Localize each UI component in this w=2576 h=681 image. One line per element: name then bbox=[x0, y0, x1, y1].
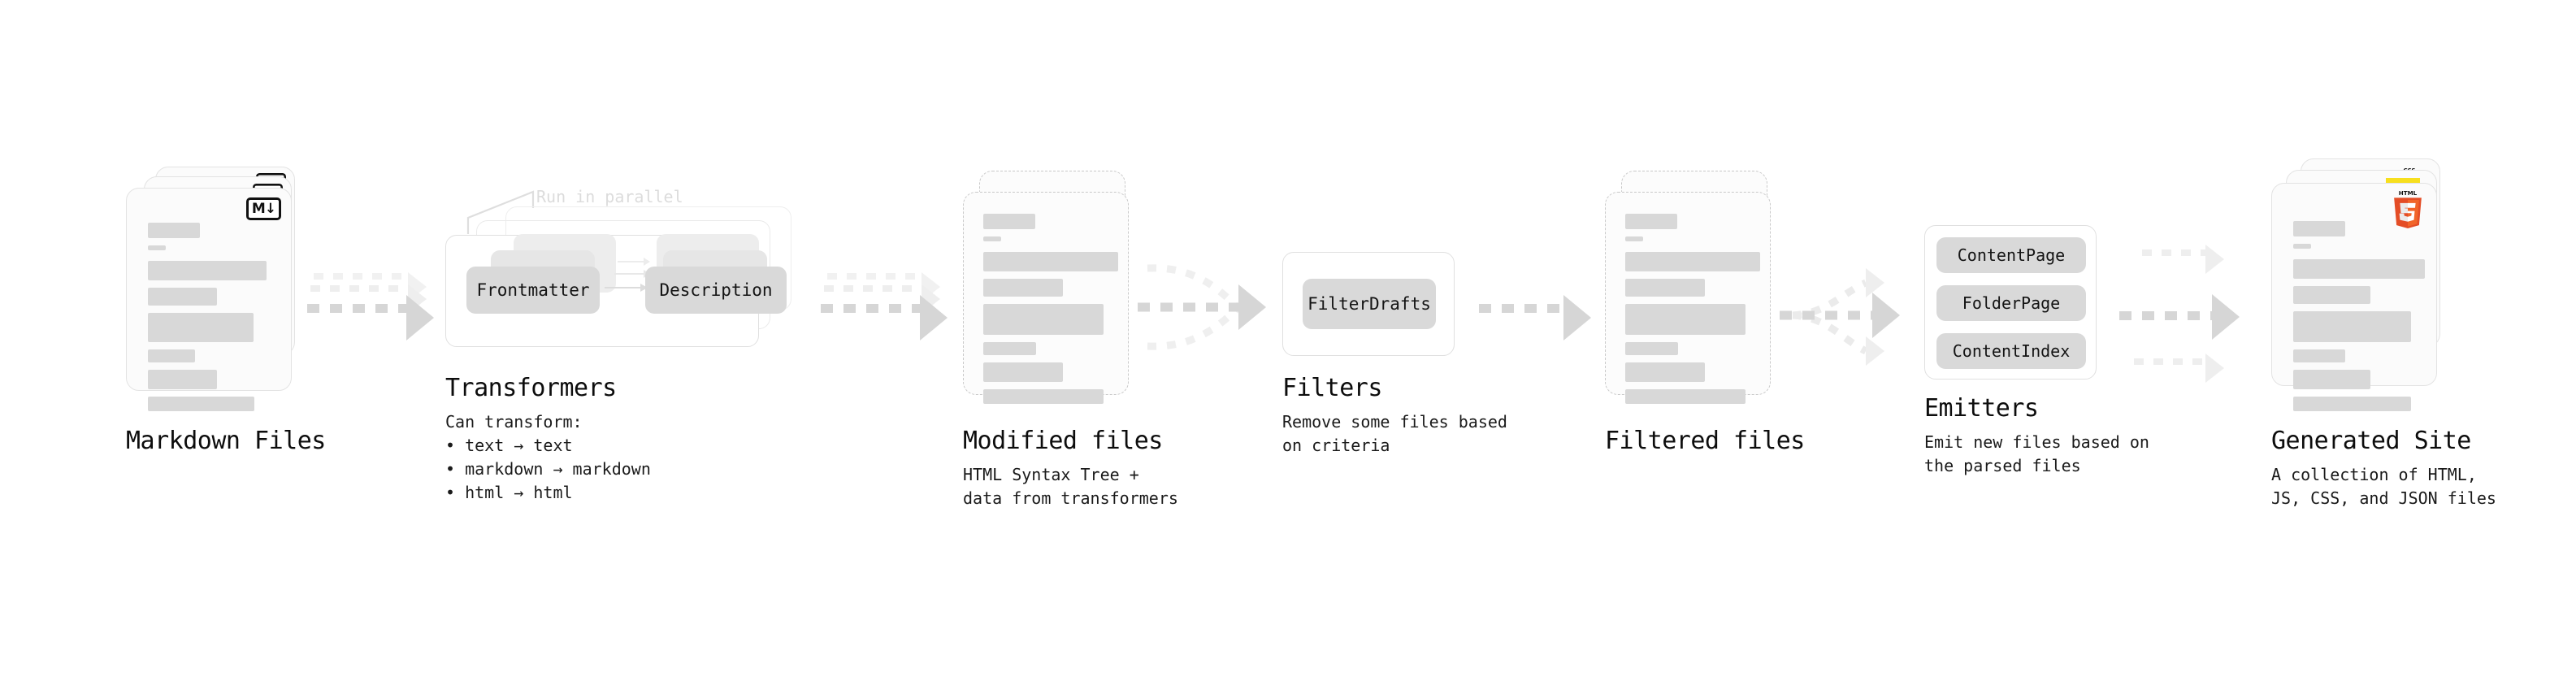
content-bar bbox=[148, 370, 217, 389]
transformers-group: Run in parallel Frontmatter Description bbox=[445, 185, 819, 352]
content-bar bbox=[148, 288, 217, 306]
connector-filtered-to-emitters bbox=[1780, 236, 1930, 398]
content-bar bbox=[148, 223, 200, 238]
connector-emitters-to-site bbox=[2119, 236, 2266, 398]
content-bar bbox=[1625, 389, 1746, 404]
content-bar bbox=[1625, 342, 1678, 355]
content-bar bbox=[983, 304, 1104, 335]
stage-title-markdown-files: Markdown Files bbox=[126, 427, 326, 455]
stage-desc-filters: Remove some files based on criteria bbox=[1282, 412, 1507, 455]
modified-file-content bbox=[983, 214, 1118, 411]
html5-badge-icon: HTML bbox=[2394, 189, 2422, 228]
connector-transformers-to-modified bbox=[821, 268, 963, 358]
content-bar bbox=[1625, 252, 1760, 271]
content-bar bbox=[148, 313, 254, 342]
stage-title-emitters: Emitters bbox=[1924, 394, 2039, 423]
content-bar bbox=[148, 261, 267, 280]
filter-item-filterdrafts[interactable]: FilterDrafts bbox=[1303, 279, 1436, 329]
content-bar bbox=[2293, 286, 2370, 304]
content-bar bbox=[983, 342, 1036, 355]
content-bar bbox=[2293, 311, 2411, 342]
site-file-content bbox=[2293, 221, 2425, 419]
markdown-file-content bbox=[148, 223, 273, 419]
content-bar bbox=[2293, 370, 2370, 389]
site-file-card-html: HTML bbox=[2271, 183, 2437, 411]
content-bar bbox=[983, 362, 1063, 382]
emitter-item-contentindex[interactable]: ContentIndex bbox=[1936, 333, 2086, 369]
content-bar bbox=[148, 349, 195, 362]
run-in-parallel-bracket-icon bbox=[466, 190, 535, 234]
markdown-file-card-front: M↓ bbox=[126, 188, 292, 411]
stage-title-transformers: Transformers bbox=[445, 374, 617, 402]
content-bar bbox=[148, 397, 254, 411]
stage-title-filters: Filters bbox=[1282, 374, 1382, 402]
emitter-item-folderpage[interactable]: FolderPage bbox=[1936, 285, 2086, 321]
content-bar bbox=[2293, 244, 2311, 249]
stage-title-modified-files: Modified files bbox=[963, 427, 1163, 455]
emitter-item-contentpage[interactable]: ContentPage bbox=[1936, 237, 2086, 273]
run-in-parallel-label: Run in parallel bbox=[536, 187, 683, 206]
content-bar bbox=[1625, 304, 1746, 335]
content-bar bbox=[1625, 214, 1677, 229]
markdown-badge-icon: M↓ bbox=[246, 197, 281, 220]
svg-text:HTML: HTML bbox=[2399, 189, 2418, 197]
diverge-paths-icon bbox=[1780, 279, 1876, 355]
content-bar bbox=[1625, 236, 1643, 241]
stage-desc-emitters: Emit new files based on the parsed files bbox=[1924, 432, 2149, 475]
stage-title-generated-site: Generated Site bbox=[2271, 427, 2471, 455]
content-bar bbox=[983, 279, 1063, 297]
content-bar bbox=[2293, 221, 2345, 236]
stage-desc-transformers: Can transform: • text → text • markdown … bbox=[445, 412, 651, 502]
filtered-file-content bbox=[1625, 214, 1760, 411]
modified-file-card-front bbox=[963, 192, 1129, 404]
stage-title-filtered-files: Filtered files bbox=[1605, 427, 1805, 455]
content-bar bbox=[2293, 349, 2345, 362]
emitters-group-box: ContentPage FolderPage ContentIndex bbox=[1924, 225, 2097, 380]
transformer-item-description[interactable]: Description bbox=[645, 267, 787, 314]
stage-desc-modified-files: HTML Syntax Tree + data from transformer… bbox=[963, 465, 1178, 508]
content-bar bbox=[1625, 362, 1705, 382]
connector-modified-to-filters bbox=[1138, 244, 1288, 374]
converge-paths-icon bbox=[1138, 264, 1242, 350]
content-bar bbox=[983, 252, 1118, 271]
content-bar bbox=[983, 214, 1035, 229]
content-bar bbox=[2293, 397, 2411, 411]
connector-filters-to-filtered bbox=[1479, 280, 1609, 340]
content-bar bbox=[2293, 259, 2425, 279]
filtered-file-card-front bbox=[1605, 192, 1771, 404]
transformer-item-frontmatter[interactable]: Frontmatter bbox=[466, 267, 600, 314]
content-bar bbox=[983, 236, 1001, 241]
content-bar bbox=[148, 245, 166, 250]
connector-markdown-to-transformers bbox=[307, 268, 449, 358]
content-bar bbox=[983, 389, 1104, 404]
content-bar bbox=[1625, 279, 1705, 297]
filters-group-box: FilterDrafts bbox=[1282, 252, 1455, 356]
stage-desc-generated-site: A collection of HTML, JS, CSS, and JSON … bbox=[2271, 465, 2496, 508]
